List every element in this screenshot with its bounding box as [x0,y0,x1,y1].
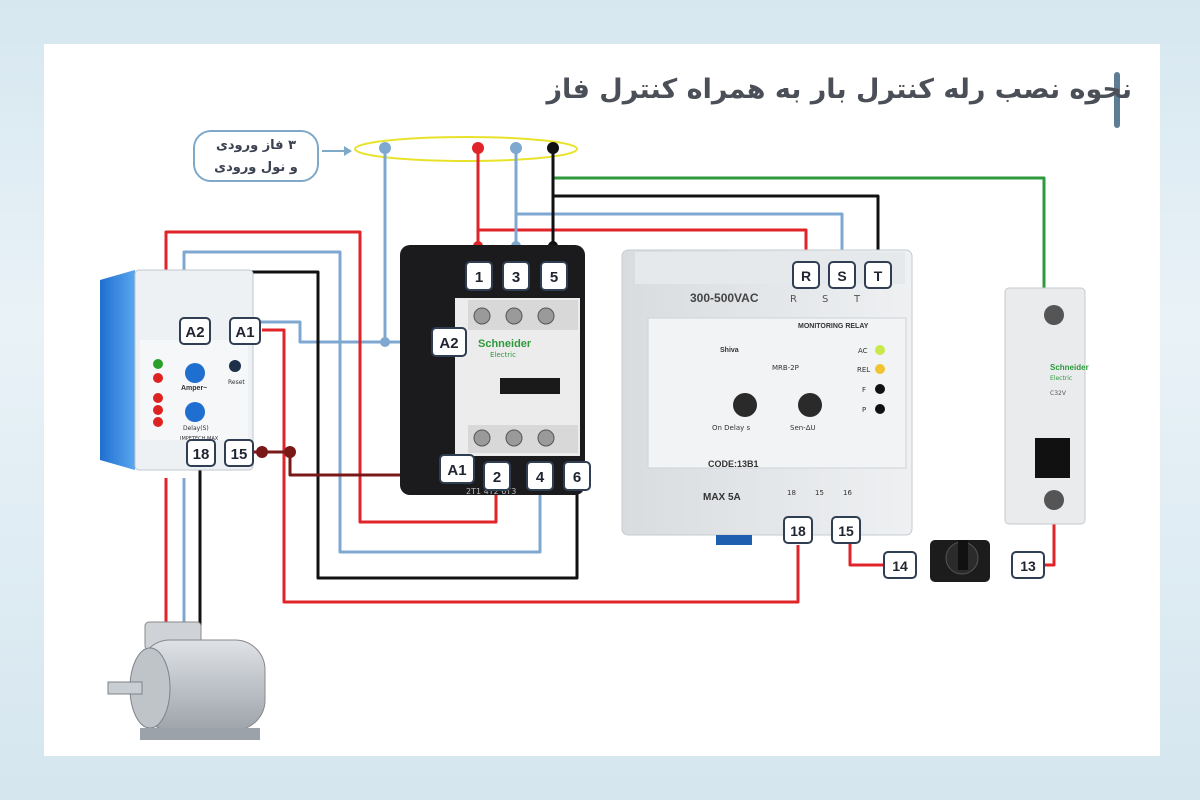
electric-motor [107,621,266,740]
led-p [875,404,885,414]
wires [164,148,1056,640]
relay-code: CODE:13B1 [708,459,759,469]
ol-led-red [153,373,163,383]
led-ac-label: AC [858,347,868,355]
ol-terminal-15: 15 [231,446,248,463]
led-f [875,384,885,394]
selector-terminal-13: 13 [1020,558,1036,574]
input-bus-ellipse [354,136,578,162]
contactor-terminal-5: 5 [550,269,558,286]
contactor-terminal-3: 3 [512,269,520,286]
relay-contact-16: 16 [843,489,852,497]
selector-switch [930,540,990,582]
relay-max: MAX 5A [703,492,741,503]
reset-label: Reset [228,379,245,386]
contactor-terminal-1: 1 [475,269,483,286]
wire-green-to-breaker [553,176,1046,290]
relay-terminal-t: T [874,268,883,284]
relay-header: MONITORING RELAY [798,323,869,330]
title-accent-bar [1114,72,1120,128]
ol-led-green [153,359,163,369]
led-rel-label: REL [857,366,870,374]
callout-line-1: ۳ فاز ورودی [215,138,297,153]
callout-line-2: و نول ورودی [214,160,298,175]
on-delay-knob [733,393,757,417]
wire-ol-blue-top [182,250,542,554]
sensitivity-label: Sen-ΔU [790,424,816,432]
relay-contact-18: 18 [787,489,796,497]
led-p-label: P [862,406,866,414]
led-f-label: F [862,386,866,394]
delay-knob [185,402,205,422]
wire-ol-15b [288,452,446,477]
contactor-terminal-6: 6 [573,469,581,486]
terminal-labels: A2 A1 18 15 1 3 5 A2 A1 2 4 6 [179,261,1045,579]
ol-terminal-18: 18 [193,446,210,463]
breaker-brand: Schneider [1050,363,1089,372]
wire-black-to-relay-t [553,194,880,262]
callout-arrow [322,146,352,156]
wire-blue-to-relay-s [516,212,844,262]
input-phases-callout: ۳ فاز ورودی و نول ورودی [193,130,319,182]
relay-terminal-s: S [837,268,846,284]
led-rel [875,364,885,374]
page-title: نحوه نصب رله کنترل بار به همراه کنترل فا… [546,74,1132,105]
breaker-brand-sub: Electric [1050,375,1072,382]
reset-button [229,360,241,372]
relay-contact-15: 15 [815,489,824,497]
amper-knob [185,363,205,383]
relay-terminal-15: 15 [838,523,854,539]
relay-brand: Shiva [720,347,739,354]
contactor-terminal-a1: A1 [447,462,466,479]
breaker-rating: C32V [1050,390,1067,397]
relay-model: MRB-2P [772,364,799,372]
relay-terminal-r: R [801,268,811,284]
wire-relay-15-14 [848,543,884,567]
delay-label: Delay(S) [183,425,209,432]
contactor-terminal-2: 2 [493,469,501,486]
contactor-brand-sub: Electric [490,351,516,359]
ol-terminal-a2: A2 [185,324,204,341]
contactor-terminal-a2: A2 [439,335,458,352]
wire-13-breaker [1044,520,1056,567]
ol-terminal-a1: A1 [235,324,254,341]
relay-voltage: 300-500VAC [690,291,759,305]
sensitivity-knob [798,393,822,417]
wire-ol-a1 [262,328,800,604]
circuit-breaker: Schneider Electric C32V [1004,287,1089,525]
contactor-terminal-4: 4 [536,469,545,486]
contactor-brand: Schneider [478,338,532,350]
selector-terminal-14: 14 [892,558,908,574]
overload-relay: Amper~ Delay(S) Reset IMPETECH MAX [100,269,254,471]
relay-terminal-18: 18 [790,523,806,539]
led-ac [875,345,885,355]
amper-label: Amper~ [181,385,207,392]
relay-sub-s: S [822,294,828,305]
relay-sub-t: T [853,294,861,305]
relay-sub-r: R [790,294,797,305]
contactor-bottom-marks: 2T1 4T2 6T3 [466,487,516,496]
on-delay-label: On Delay s [712,424,750,432]
wire-ol-red-top [164,230,498,524]
phase-relay: 300-500VAC R S T MONITORING RELAY Shiva … [621,249,913,545]
contactor: Schneider Electric 2T1 4T2 6T3 [400,245,585,496]
